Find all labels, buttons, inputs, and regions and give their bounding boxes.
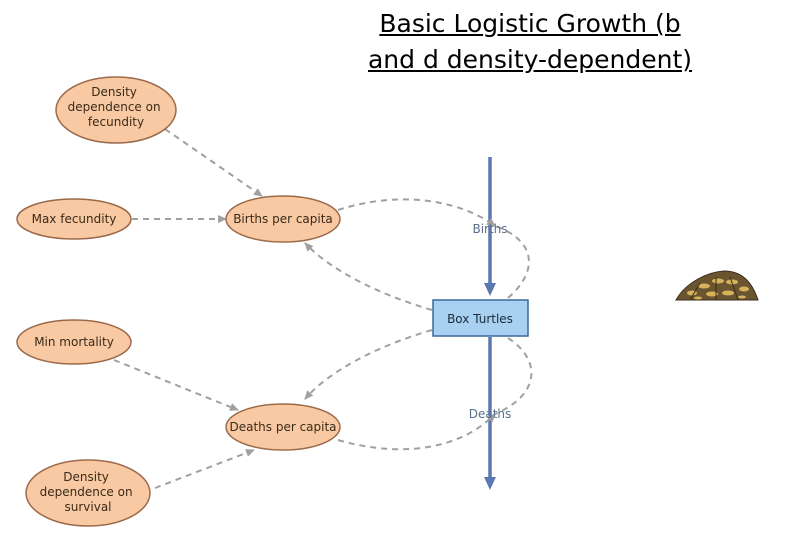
node-density-fecundity[interactable] xyxy=(55,76,177,144)
title-line-2: and d density-dependent) xyxy=(367,45,693,74)
density-fecundity-label: Density dependence on fecundity xyxy=(68,85,165,129)
deaths-per-capita-label: Deaths per capita xyxy=(229,420,336,434)
node-deaths-per-capita[interactable] xyxy=(225,403,341,451)
node-max-fecundity[interactable] xyxy=(16,198,132,240)
link-deaths-pc-to-deaths xyxy=(337,413,496,451)
births-flow-label: Births xyxy=(472,222,507,236)
link-min-mortality-to-deaths xyxy=(113,359,239,411)
link-births-pc-to-births xyxy=(337,198,496,227)
node-births-per-capita[interactable] xyxy=(225,195,341,243)
link-stock-to-deaths-flow xyxy=(494,337,533,415)
stock-label: Box Turtles xyxy=(447,312,513,326)
node-density-survival[interactable] xyxy=(25,459,151,527)
link-density-survival-to-deaths xyxy=(154,449,255,489)
min-mortality-label: Min mortality xyxy=(34,335,114,349)
link-stock-to-births-flow xyxy=(494,225,530,299)
link-density-fecundity-to-births xyxy=(164,128,263,197)
diagram-title: Basic Logistic Growth (b and d density-d… xyxy=(340,6,720,78)
link-stock-to-births-pc xyxy=(304,242,433,311)
stock-box-turtles[interactable]: Box Turtles xyxy=(432,299,529,337)
density-survival-label: Density dependence on survival xyxy=(40,470,137,514)
title-line-1: Basic Logistic Growth (b xyxy=(379,9,681,38)
max-fecundity-label: Max fecundity xyxy=(32,212,117,226)
box-turtle-shell-icon xyxy=(675,270,759,301)
link-stock-to-deaths-pc xyxy=(304,329,433,400)
node-min-mortality[interactable] xyxy=(16,319,132,365)
deaths-flow-label: Deaths xyxy=(469,407,512,421)
births-per-capita-label: Births per capita xyxy=(233,212,333,226)
